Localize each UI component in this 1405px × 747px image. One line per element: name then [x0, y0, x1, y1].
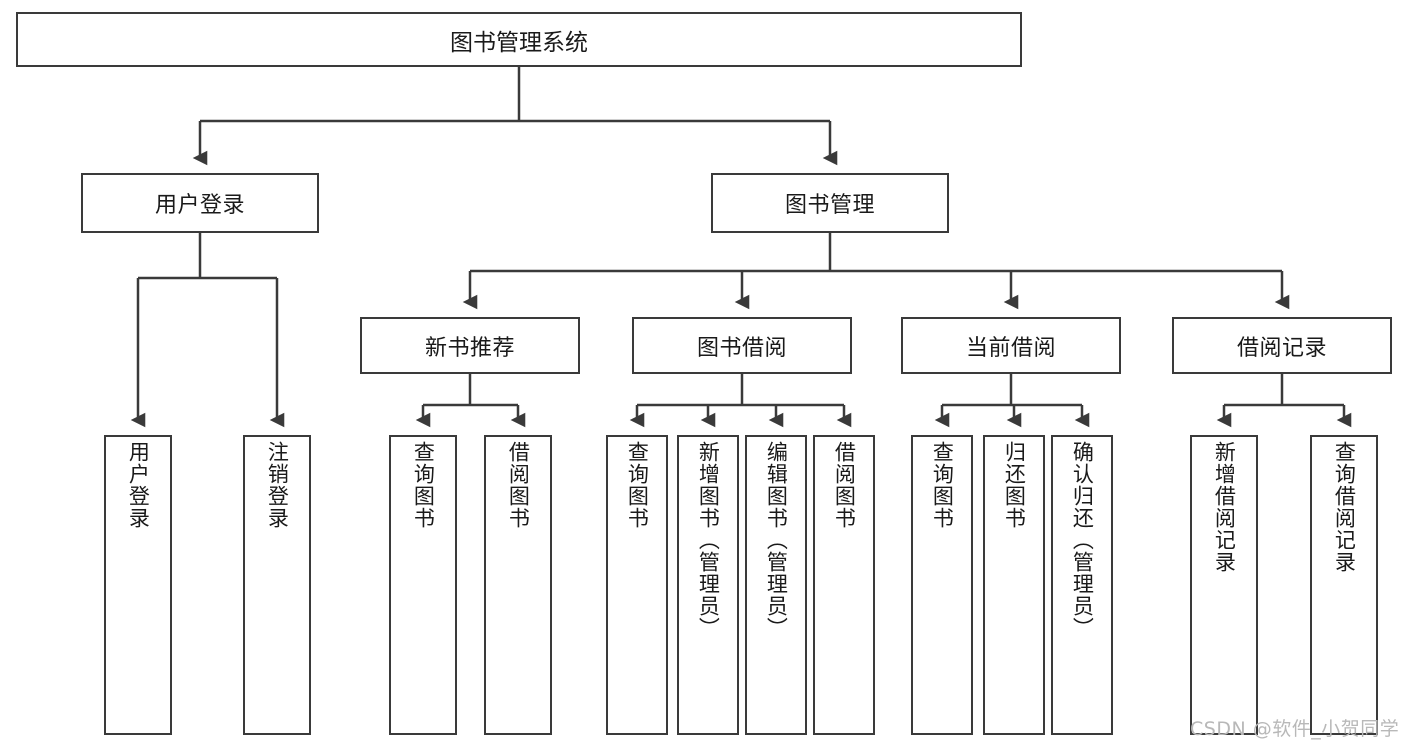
node-leaf-user-logout[interactable]: 注销登录 [243, 435, 311, 735]
node-new-book-rec[interactable]: 新书推荐 [360, 317, 580, 374]
node-leaf-query-record-label: 查询借阅记录 [1332, 441, 1357, 573]
node-current-borrow-label: 当前借阅 [965, 335, 1056, 361]
node-leaf-query-book-2[interactable]: 查询图书 [606, 435, 668, 735]
node-book-manage[interactable]: 图书管理 [711, 173, 949, 233]
node-borrow-record-label: 借阅记录 [1236, 335, 1327, 361]
node-leaf-add-book-label: 新增图书（管理员） [696, 441, 721, 639]
node-leaf-query-book-3-label: 查询图书 [930, 441, 955, 529]
node-leaf-borrow-book-1-label: 借阅图书 [506, 441, 531, 529]
node-leaf-return-book[interactable]: 归还图书 [983, 435, 1045, 735]
node-leaf-query-book-2-label: 查询图书 [625, 441, 650, 529]
node-leaf-query-book-3[interactable]: 查询图书 [911, 435, 973, 735]
node-leaf-query-book-1-label: 查询图书 [411, 441, 436, 529]
node-leaf-confirm-return-label: 确认归还（管理员） [1070, 441, 1095, 639]
node-leaf-borrow-book-2[interactable]: 借阅图书 [813, 435, 875, 735]
node-root[interactable]: 图书管理系统 [16, 12, 1022, 67]
node-leaf-edit-book[interactable]: 编辑图书（管理员） [745, 435, 807, 735]
node-book-borrow[interactable]: 图书借阅 [632, 317, 852, 374]
node-root-label: 图书管理系统 [450, 29, 588, 56]
node-leaf-borrow-book-1[interactable]: 借阅图书 [484, 435, 552, 735]
node-leaf-query-record[interactable]: 查询借阅记录 [1310, 435, 1378, 735]
node-leaf-borrow-book-2-label: 借阅图书 [832, 441, 857, 529]
node-leaf-add-book[interactable]: 新增图书（管理员） [677, 435, 739, 735]
node-leaf-user-logout-label: 注销登录 [265, 441, 290, 529]
node-leaf-user-login[interactable]: 用户登录 [104, 435, 172, 735]
node-leaf-confirm-return[interactable]: 确认归还（管理员） [1051, 435, 1113, 735]
node-leaf-query-book-1[interactable]: 查询图书 [389, 435, 457, 735]
node-leaf-user-login-label: 用户登录 [126, 441, 151, 529]
node-book-borrow-label: 图书借阅 [696, 335, 787, 361]
node-borrow-record[interactable]: 借阅记录 [1172, 317, 1392, 374]
node-book-manage-label: 图书管理 [784, 193, 875, 218]
node-leaf-add-record-label: 新增借阅记录 [1212, 441, 1237, 573]
node-leaf-add-record[interactable]: 新增借阅记录 [1190, 435, 1258, 735]
node-user-login-label: 用户登录 [154, 193, 245, 218]
node-user-login[interactable]: 用户登录 [81, 173, 319, 233]
node-new-book-rec-label: 新书推荐 [424, 335, 515, 361]
watermark: CSDN @软件_小贺同学 [1190, 718, 1400, 740]
node-leaf-edit-book-label: 编辑图书（管理员） [764, 441, 789, 639]
node-leaf-return-book-label: 归还图书 [1002, 441, 1027, 529]
node-current-borrow[interactable]: 当前借阅 [901, 317, 1121, 374]
